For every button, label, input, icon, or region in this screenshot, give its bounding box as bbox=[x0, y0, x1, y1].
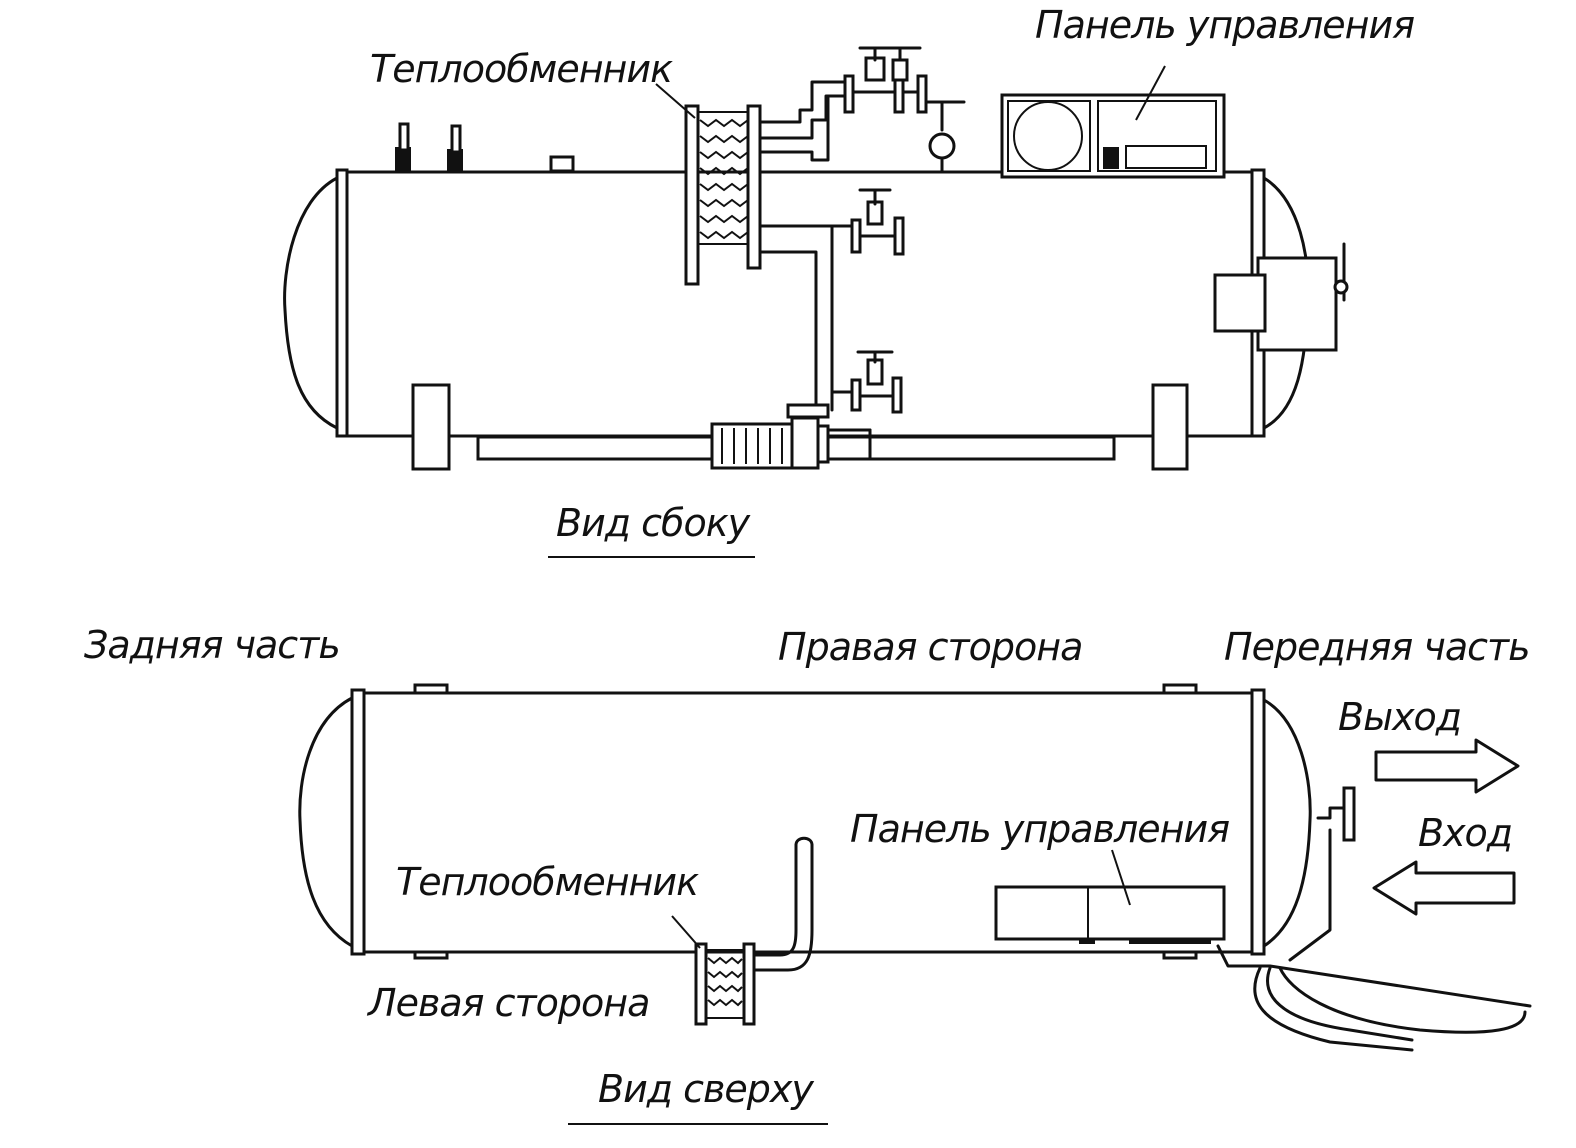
door-swing-line bbox=[1216, 944, 1532, 1008]
top-nozzle bbox=[549, 155, 575, 173]
lug-3 bbox=[413, 950, 449, 960]
side-heat-exchanger-label: Теплообменник bbox=[370, 47, 673, 91]
top-control-panel-leader bbox=[1111, 849, 1131, 906]
right-side-label: Правая сторона bbox=[778, 625, 1082, 669]
lug-1 bbox=[413, 683, 449, 695]
lug-4 bbox=[1162, 950, 1198, 960]
control-panel-side bbox=[1000, 93, 1226, 179]
top-rear-head bbox=[298, 696, 354, 948]
side-view-caption: Вид сбоку bbox=[556, 501, 751, 545]
pipe-circ-base bbox=[786, 403, 830, 419]
door-lock-block bbox=[1213, 273, 1267, 333]
low-valve-flange-b bbox=[891, 376, 903, 414]
flange-c bbox=[916, 74, 928, 114]
pipe-steam-upper bbox=[758, 80, 847, 124]
support-rear bbox=[411, 383, 451, 471]
pipe-steam-lower bbox=[758, 96, 830, 162]
safety-valve-2 bbox=[447, 124, 463, 171]
pipe-circ-inner bbox=[758, 250, 818, 412]
mid-valve-flange-b bbox=[893, 216, 905, 256]
pipe-steam-upper-2 bbox=[758, 94, 847, 140]
left-side-label: Левая сторона bbox=[366, 981, 649, 1025]
top-heat-exchanger-leader bbox=[671, 915, 701, 949]
top-heat-exchanger-label: Теплообменник bbox=[396, 860, 699, 904]
top-view-caption: Вид сверху bbox=[598, 1067, 814, 1111]
top-door-handle bbox=[1342, 786, 1356, 842]
top-door-hinge bbox=[1316, 806, 1348, 820]
door-handle-knob bbox=[1333, 279, 1349, 295]
support-front bbox=[1151, 383, 1189, 471]
top-front-head bbox=[1262, 698, 1312, 948]
top-rear-flange bbox=[350, 688, 366, 956]
outlet-label: Выход bbox=[1338, 695, 1461, 739]
circulation-pump bbox=[710, 416, 872, 470]
cable-2 bbox=[1266, 966, 1414, 1042]
side-control-panel-label: Панель управления bbox=[1035, 3, 1414, 47]
low-valve-flange-a bbox=[850, 378, 862, 412]
lug-2 bbox=[1162, 683, 1198, 695]
safety-valve-1 bbox=[395, 122, 411, 171]
top-view: Задняя часть Правая сторона Передняя час… bbox=[84, 623, 1532, 1125]
door-arm bbox=[1288, 828, 1332, 962]
rear-head bbox=[283, 176, 339, 430]
mid-valve bbox=[858, 188, 892, 226]
rear-flange bbox=[335, 168, 349, 438]
door-lock-housing bbox=[1256, 256, 1338, 352]
side-heat-exchanger-leader bbox=[655, 83, 696, 119]
front-label: Передняя часть bbox=[1224, 625, 1530, 669]
flange-a bbox=[843, 74, 855, 114]
top-control-panel-label: Панель управления bbox=[850, 807, 1229, 851]
heat-exchanger-top bbox=[694, 942, 756, 1026]
inlet-arrow bbox=[1372, 860, 1516, 916]
top-front-flange bbox=[1250, 688, 1266, 956]
top-pipe-outer bbox=[752, 843, 814, 972]
control-panel-leader bbox=[1135, 65, 1166, 121]
cable-1 bbox=[1253, 966, 1414, 1052]
side-view: Теплообменник Панель управления Вид сбок… bbox=[283, 3, 1415, 558]
top-pipe-cap bbox=[794, 836, 814, 847]
control-panel-top bbox=[994, 885, 1226, 944]
rear-label: Задняя часть bbox=[84, 623, 340, 667]
pipe-circ-outer bbox=[758, 224, 834, 412]
steam-trap bbox=[928, 100, 956, 174]
heat-exchanger-side bbox=[684, 104, 762, 286]
low-valve bbox=[856, 350, 894, 386]
cable-3 bbox=[1278, 966, 1527, 1034]
inlet-label: Вход bbox=[1418, 811, 1512, 855]
outlet-arrow bbox=[1374, 738, 1520, 794]
top-control-valve bbox=[858, 46, 922, 82]
top-pipe-inner bbox=[752, 843, 798, 957]
